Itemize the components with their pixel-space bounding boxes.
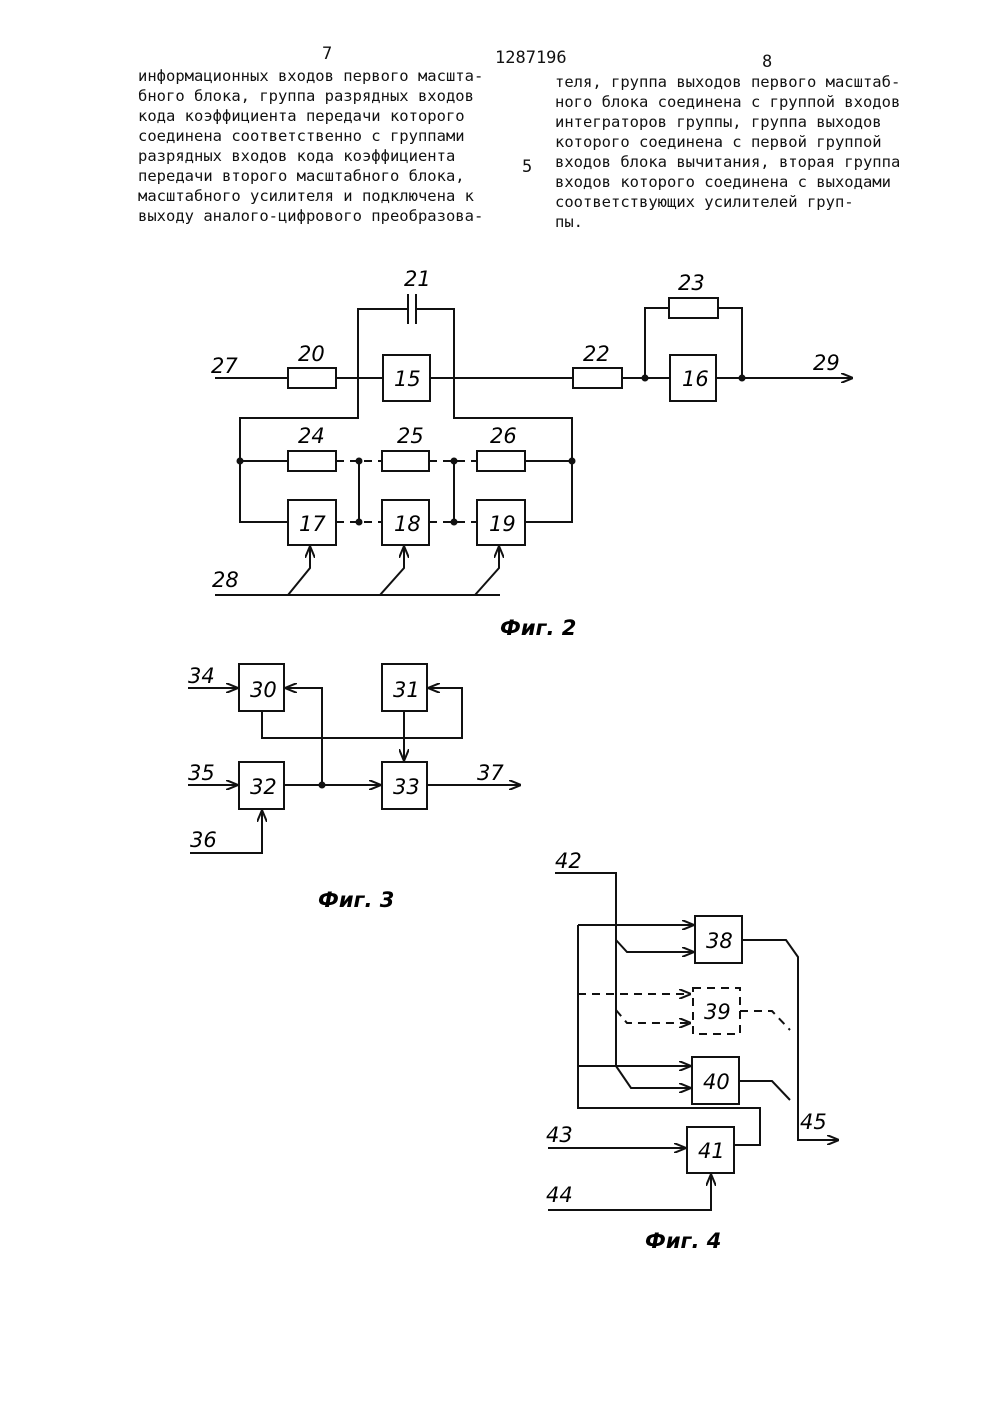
label-23: 23: [678, 271, 705, 295]
label-39: 39: [704, 1000, 731, 1024]
label-45: 45: [800, 1110, 827, 1134]
label-22: 22: [583, 342, 610, 366]
label-41: 41: [698, 1139, 725, 1163]
label-15: 15: [394, 367, 421, 391]
label-20: 20: [298, 342, 325, 366]
fig4-caption: Фиг. 4: [645, 1229, 721, 1253]
label-16: 16: [682, 367, 709, 391]
fig3-junctions: [319, 782, 326, 789]
label-31: 31: [393, 678, 420, 702]
resistor-24: [288, 451, 336, 471]
label-25: 25: [397, 424, 424, 448]
label-35: 35: [188, 761, 215, 785]
fig3-caption: Фиг. 3: [318, 888, 394, 912]
label-17: 17: [299, 512, 326, 536]
resistor-22: [573, 368, 622, 388]
label-21: 21: [404, 267, 431, 291]
label-40: 40: [703, 1070, 730, 1094]
fig2-caption: Фиг. 2: [500, 616, 576, 640]
fig4-diagram: [548, 873, 838, 1210]
label-38: 38: [706, 929, 733, 953]
label-44: 44: [546, 1183, 573, 1207]
resistor-20: [288, 368, 336, 388]
label-34: 34: [188, 664, 215, 688]
resistor-25: [382, 451, 429, 471]
fig3-diagram: [188, 664, 520, 853]
label-28: 28: [212, 568, 239, 592]
label-36: 36: [190, 828, 217, 852]
label-27: 27: [211, 354, 238, 378]
label-42: 42: [555, 849, 582, 873]
label-26: 26: [490, 424, 517, 448]
label-32: 32: [250, 775, 277, 799]
label-29: 29: [813, 351, 840, 375]
label-19: 19: [489, 512, 516, 536]
label-33: 33: [393, 775, 420, 799]
label-18: 18: [394, 512, 421, 536]
label-24: 24: [298, 424, 325, 448]
label-43: 43: [546, 1123, 573, 1147]
label-30: 30: [250, 678, 277, 702]
resistor-26: [477, 451, 525, 471]
label-37: 37: [477, 761, 504, 785]
resistor-23: [669, 298, 718, 318]
